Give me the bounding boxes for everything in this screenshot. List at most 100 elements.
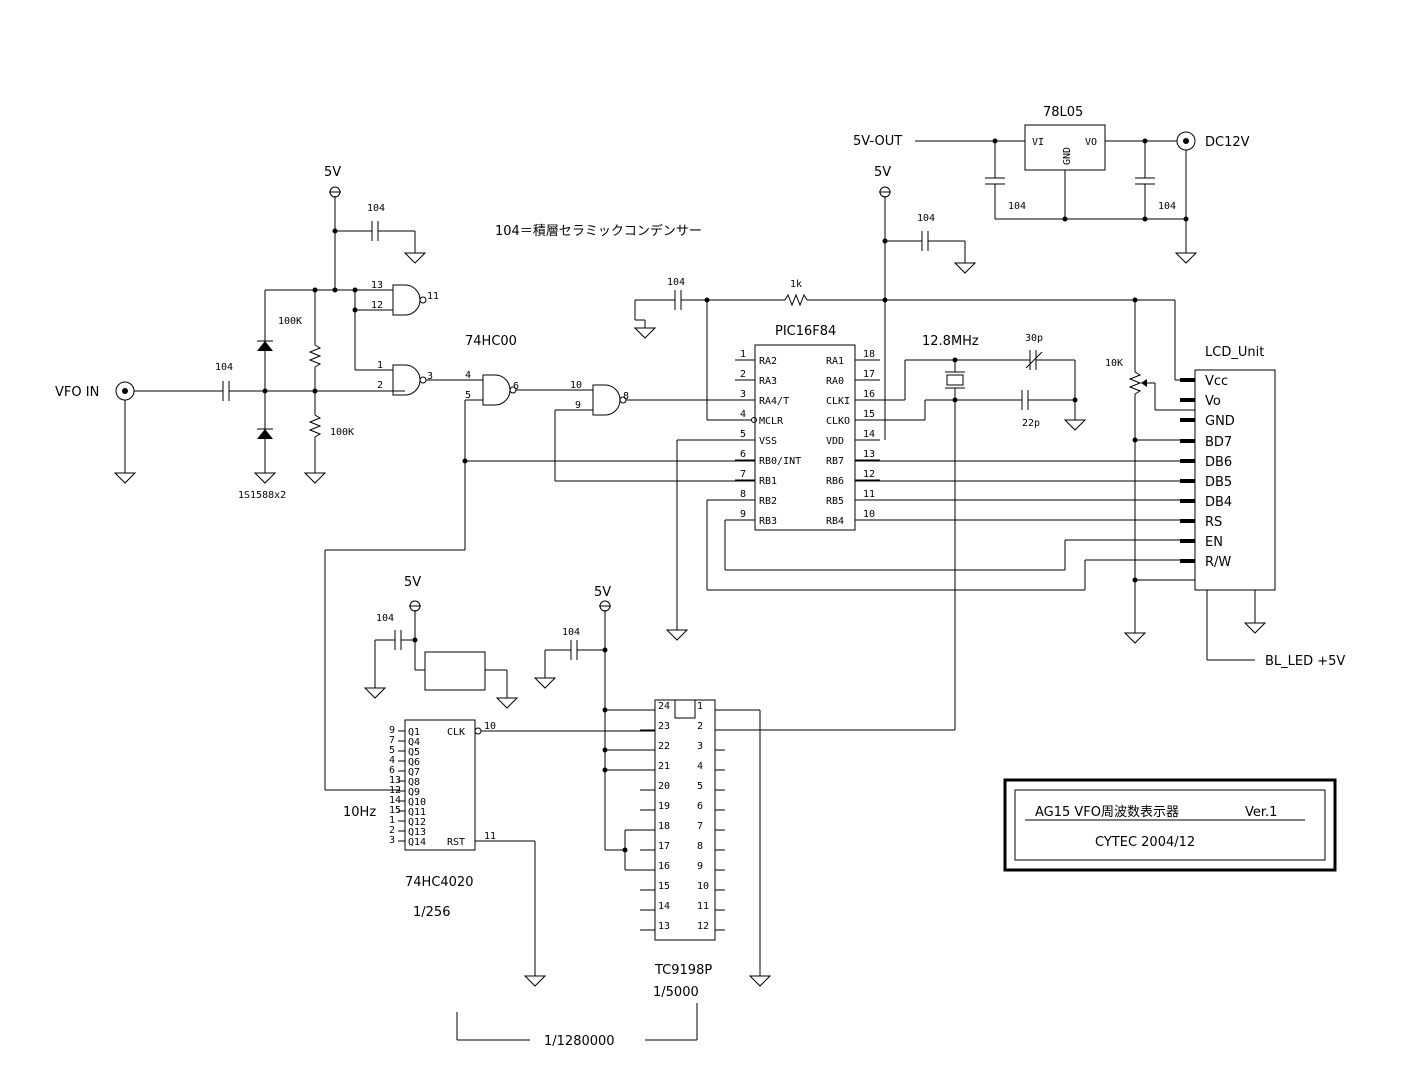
pic-pin-num: 7 xyxy=(740,469,746,480)
tc-pin-num: 20 xyxy=(658,781,670,792)
pic-pin-num: 5 xyxy=(740,429,746,440)
version-text: Ver.1 xyxy=(1245,805,1277,820)
4020-q-label: Q14 xyxy=(408,837,426,848)
svg-text:1: 1 xyxy=(377,360,383,371)
svg-text:12: 12 xyxy=(371,300,383,311)
pic-label: PIC16F84 xyxy=(775,324,836,339)
4020-q-label: Q4 xyxy=(408,737,420,748)
lcd-pin-label: R/W xyxy=(1205,555,1231,570)
pic-pin-num: 6 xyxy=(740,449,746,460)
4020-q-label: Q7 xyxy=(408,767,420,778)
svg-text:3: 3 xyxy=(427,371,433,382)
r100k-label-2: 100K xyxy=(330,427,354,438)
svg-text:GND: GND xyxy=(1062,147,1073,165)
tc-pin-num: 24 xyxy=(658,701,670,712)
4020-pin-num: 13 xyxy=(389,775,401,786)
cap-label: 104 xyxy=(215,362,233,373)
pic-pin-num: 8 xyxy=(740,489,746,500)
input-section: VFO IN 104 1S1588x2 100K 100K 5V xyxy=(55,165,426,501)
pic-pin-num: 17 xyxy=(863,369,875,380)
pic-pin-name: RB1 xyxy=(759,476,777,487)
svg-text:10: 10 xyxy=(570,380,582,391)
4020-q-label: Q12 xyxy=(408,817,426,828)
pic-pin-name: RA3 xyxy=(759,376,777,387)
lcd-pin-label: DB5 xyxy=(1205,475,1232,490)
4020-q-label: Q11 xyxy=(408,807,426,818)
svg-text:10: 10 xyxy=(484,721,496,732)
4020-pin-num: 2 xyxy=(389,825,395,836)
pic-pin-name: RA2 xyxy=(759,356,777,367)
tc-pin-num: 14 xyxy=(658,901,670,912)
pic-pin-num: 9 xyxy=(740,509,746,520)
tc-pin-num: 18 xyxy=(658,821,670,832)
pic-pin-name: RB2 xyxy=(759,496,777,507)
pic16f84: PIC16F84 1RA22RA33RA4/T4MCLR5VSS6RB0/INT… xyxy=(465,165,1195,730)
svg-text:VI: VI xyxy=(1032,137,1044,148)
svg-text:5: 5 xyxy=(465,390,471,401)
tc9198-div-label: 1/5000 xyxy=(653,985,699,1000)
tc-pin-num: 12 xyxy=(697,921,709,932)
lcd-pin-label: Vo xyxy=(1205,394,1221,409)
pic-pin-num: 14 xyxy=(863,429,875,440)
xtal-label: 12.8MHz xyxy=(922,334,979,349)
r10k-label: 10K xyxy=(1105,358,1123,369)
tc-pin-num: 8 xyxy=(697,841,703,852)
tc-pin-num: 1 xyxy=(697,701,703,712)
lcd-pin-label: GND xyxy=(1205,414,1235,429)
title-text: AG15 VFO周波数表示器 xyxy=(1035,805,1179,820)
tc-pin-num: 21 xyxy=(658,761,670,772)
4020-pin-num: 4 xyxy=(389,755,395,766)
cap-label: 104 xyxy=(1008,201,1026,212)
lcd-pin-label: EN xyxy=(1205,535,1223,550)
pic-pin-name: RB7 xyxy=(826,456,844,467)
pic-pin-name: CLKO xyxy=(826,416,850,427)
pic-pin-name: MCLR xyxy=(759,416,784,427)
pic-pin-name: RB0/INT xyxy=(759,456,801,467)
tc-pin-num: 11 xyxy=(697,901,709,912)
dc12v-label: DC12V xyxy=(1205,135,1250,150)
pic-pin-name: CLKI xyxy=(826,396,850,407)
pic-pin-num: 11 xyxy=(863,489,875,500)
4020-pin-num: 9 xyxy=(389,725,395,736)
tc-pin-num: 6 xyxy=(697,801,703,812)
4020-pin-num: 15 xyxy=(389,805,401,816)
author-text: CYTEC 2004/12 xyxy=(1095,835,1195,850)
10hz-label: 10Hz xyxy=(343,805,376,820)
4020-pin-num: 6 xyxy=(389,765,395,776)
pic-pin-num: 16 xyxy=(863,389,875,400)
pic-pin-name: RA1 xyxy=(826,356,844,367)
v5-label-2: 5V xyxy=(874,165,891,180)
tc-pin-num: 7 xyxy=(697,821,703,832)
pic-pin-num: 18 xyxy=(863,349,875,360)
title-block: AG15 VFO周波数表示器 Ver.1 CYTEC 2004/12 xyxy=(1003,778,1337,872)
vfo-in-label: VFO IN xyxy=(55,385,99,400)
svg-text:6: 6 xyxy=(513,381,519,392)
v5-label-3: 5V xyxy=(404,575,421,590)
tc-pin-num: 16 xyxy=(658,861,670,872)
tc-pin-num: 3 xyxy=(697,741,703,752)
capacitor-note: 104＝積層セラミックコンデンサー xyxy=(495,223,702,239)
v5-out-label: 5V-OUT xyxy=(853,134,902,149)
cap-label: 104 xyxy=(367,203,385,214)
cap-label: 104 xyxy=(562,627,580,638)
tc-pin-num: 10 xyxy=(697,881,709,892)
tc9198-label: TC9198P xyxy=(654,963,712,978)
pic-pin-num: 10 xyxy=(863,509,875,520)
pic-pin-num: 13 xyxy=(863,449,875,460)
svg-text:VO: VO xyxy=(1085,137,1097,148)
lcd-pin-label: RS xyxy=(1205,515,1222,530)
pic-pin-num: 3 xyxy=(740,389,746,400)
4020-q-label: Q13 xyxy=(408,827,426,838)
pic-pin-name: VDD xyxy=(826,436,844,447)
pic-pin-name: RA0 xyxy=(826,376,844,387)
r100k-label-1: 100K xyxy=(278,316,302,327)
pic-pin-num: 1 xyxy=(740,349,746,360)
pic-pin-name: RB5 xyxy=(826,496,844,507)
svg-text:13: 13 xyxy=(371,280,383,291)
lcd-pin-label: DB6 xyxy=(1205,455,1232,470)
svg-text:8: 8 xyxy=(623,391,629,402)
4020-q-label: Q1 xyxy=(408,727,420,738)
78l05-label: 78L05 xyxy=(1043,105,1083,120)
pic-pin-name: RB4 xyxy=(826,516,844,527)
tc-pin-num: 9 xyxy=(697,861,703,872)
